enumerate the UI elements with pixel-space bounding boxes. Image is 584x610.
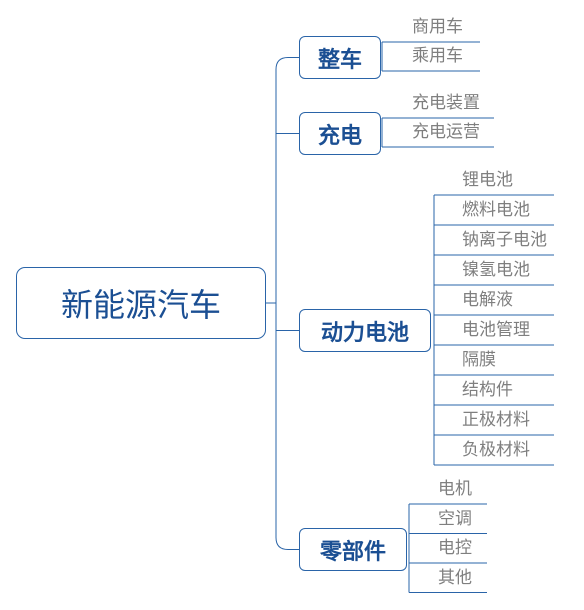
branch-label: 充电: [317, 123, 362, 149]
leaf-item-dongli-8[interactable]: 正极材料: [462, 410, 530, 430]
branch-node-chongdian[interactable]: 充电: [299, 112, 381, 155]
branch-label: 整车: [317, 47, 362, 73]
root-node[interactable]: 新能源汽车: [16, 267, 266, 339]
leaf-item-dongli-0[interactable]: 锂电池: [462, 170, 513, 190]
branch-connector-3: [275, 537, 299, 550]
leaf-item-chongdian-0[interactable]: 充电装置: [412, 93, 480, 113]
leaf-item-dongli-3[interactable]: 镍氢电池: [462, 260, 530, 280]
leaf-item-lingbujian-1[interactable]: 空调: [438, 508, 472, 529]
leaf-item-dongli-4[interactable]: 电解液: [462, 290, 513, 310]
leaf-item-dongli-1[interactable]: 燃料电池: [462, 200, 530, 220]
leaf-item-zhengche-1[interactable]: 乘用车: [412, 46, 463, 66]
leaf-item-dongli-9[interactable]: 负极材料: [462, 440, 530, 460]
leaf-item-lingbujian-2[interactable]: 电控: [438, 538, 472, 558]
leaf-item-dongli-6[interactable]: 隔膜: [462, 350, 496, 370]
leaf-item-dongli-5[interactable]: 电池管理: [462, 320, 530, 340]
branch-connector-0: [275, 57, 299, 70]
branch-node-lingbujian[interactable]: 零部件: [299, 528, 407, 571]
branch-node-zhengche[interactable]: 整车: [299, 36, 381, 79]
branch-node-dongli[interactable]: 动力电池: [299, 309, 431, 352]
leaf-item-lingbujian-0[interactable]: 电机: [438, 479, 472, 499]
leaf-item-chongdian-1[interactable]: 充电运营: [412, 122, 480, 142]
branch-label: 零部件: [319, 539, 386, 565]
leaf-item-dongli-2[interactable]: 钠离子电池: [462, 230, 547, 250]
leaf-item-dongli-7[interactable]: 结构件: [462, 380, 513, 400]
root-label: 新能源汽车: [60, 286, 221, 324]
branch-label: 动力电池: [320, 320, 409, 346]
leaf-item-lingbujian-3[interactable]: 其他: [438, 567, 472, 588]
leaf-item-zhengche-0[interactable]: 商用车: [412, 17, 463, 37]
